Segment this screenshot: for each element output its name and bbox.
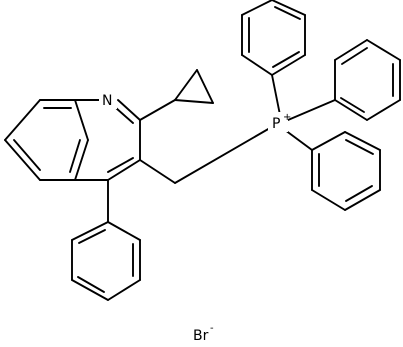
cyclopropyl-group (139, 69, 214, 121)
quinoline-benzo-ring (4, 99, 89, 181)
phenyl-ring-4 (71, 179, 141, 301)
nitrogen-label: N (102, 93, 112, 109)
bromide-label: Br (193, 328, 209, 344)
phenyl-ring-p-right (287, 39, 401, 121)
quinoline-pyridine-ring (74, 99, 141, 181)
nitrogen-label-mask (99, 91, 117, 109)
phenyl-ring-p-lower (284, 129, 381, 211)
phosphorus-label-mask (268, 112, 288, 132)
phosphorus-charge: + (283, 112, 291, 123)
phenyl-ring-p-upper (241, 0, 306, 116)
methylene-linker (139, 127, 271, 184)
bromide-charge: - (210, 323, 214, 334)
phosphorus-label: P (272, 116, 280, 132)
